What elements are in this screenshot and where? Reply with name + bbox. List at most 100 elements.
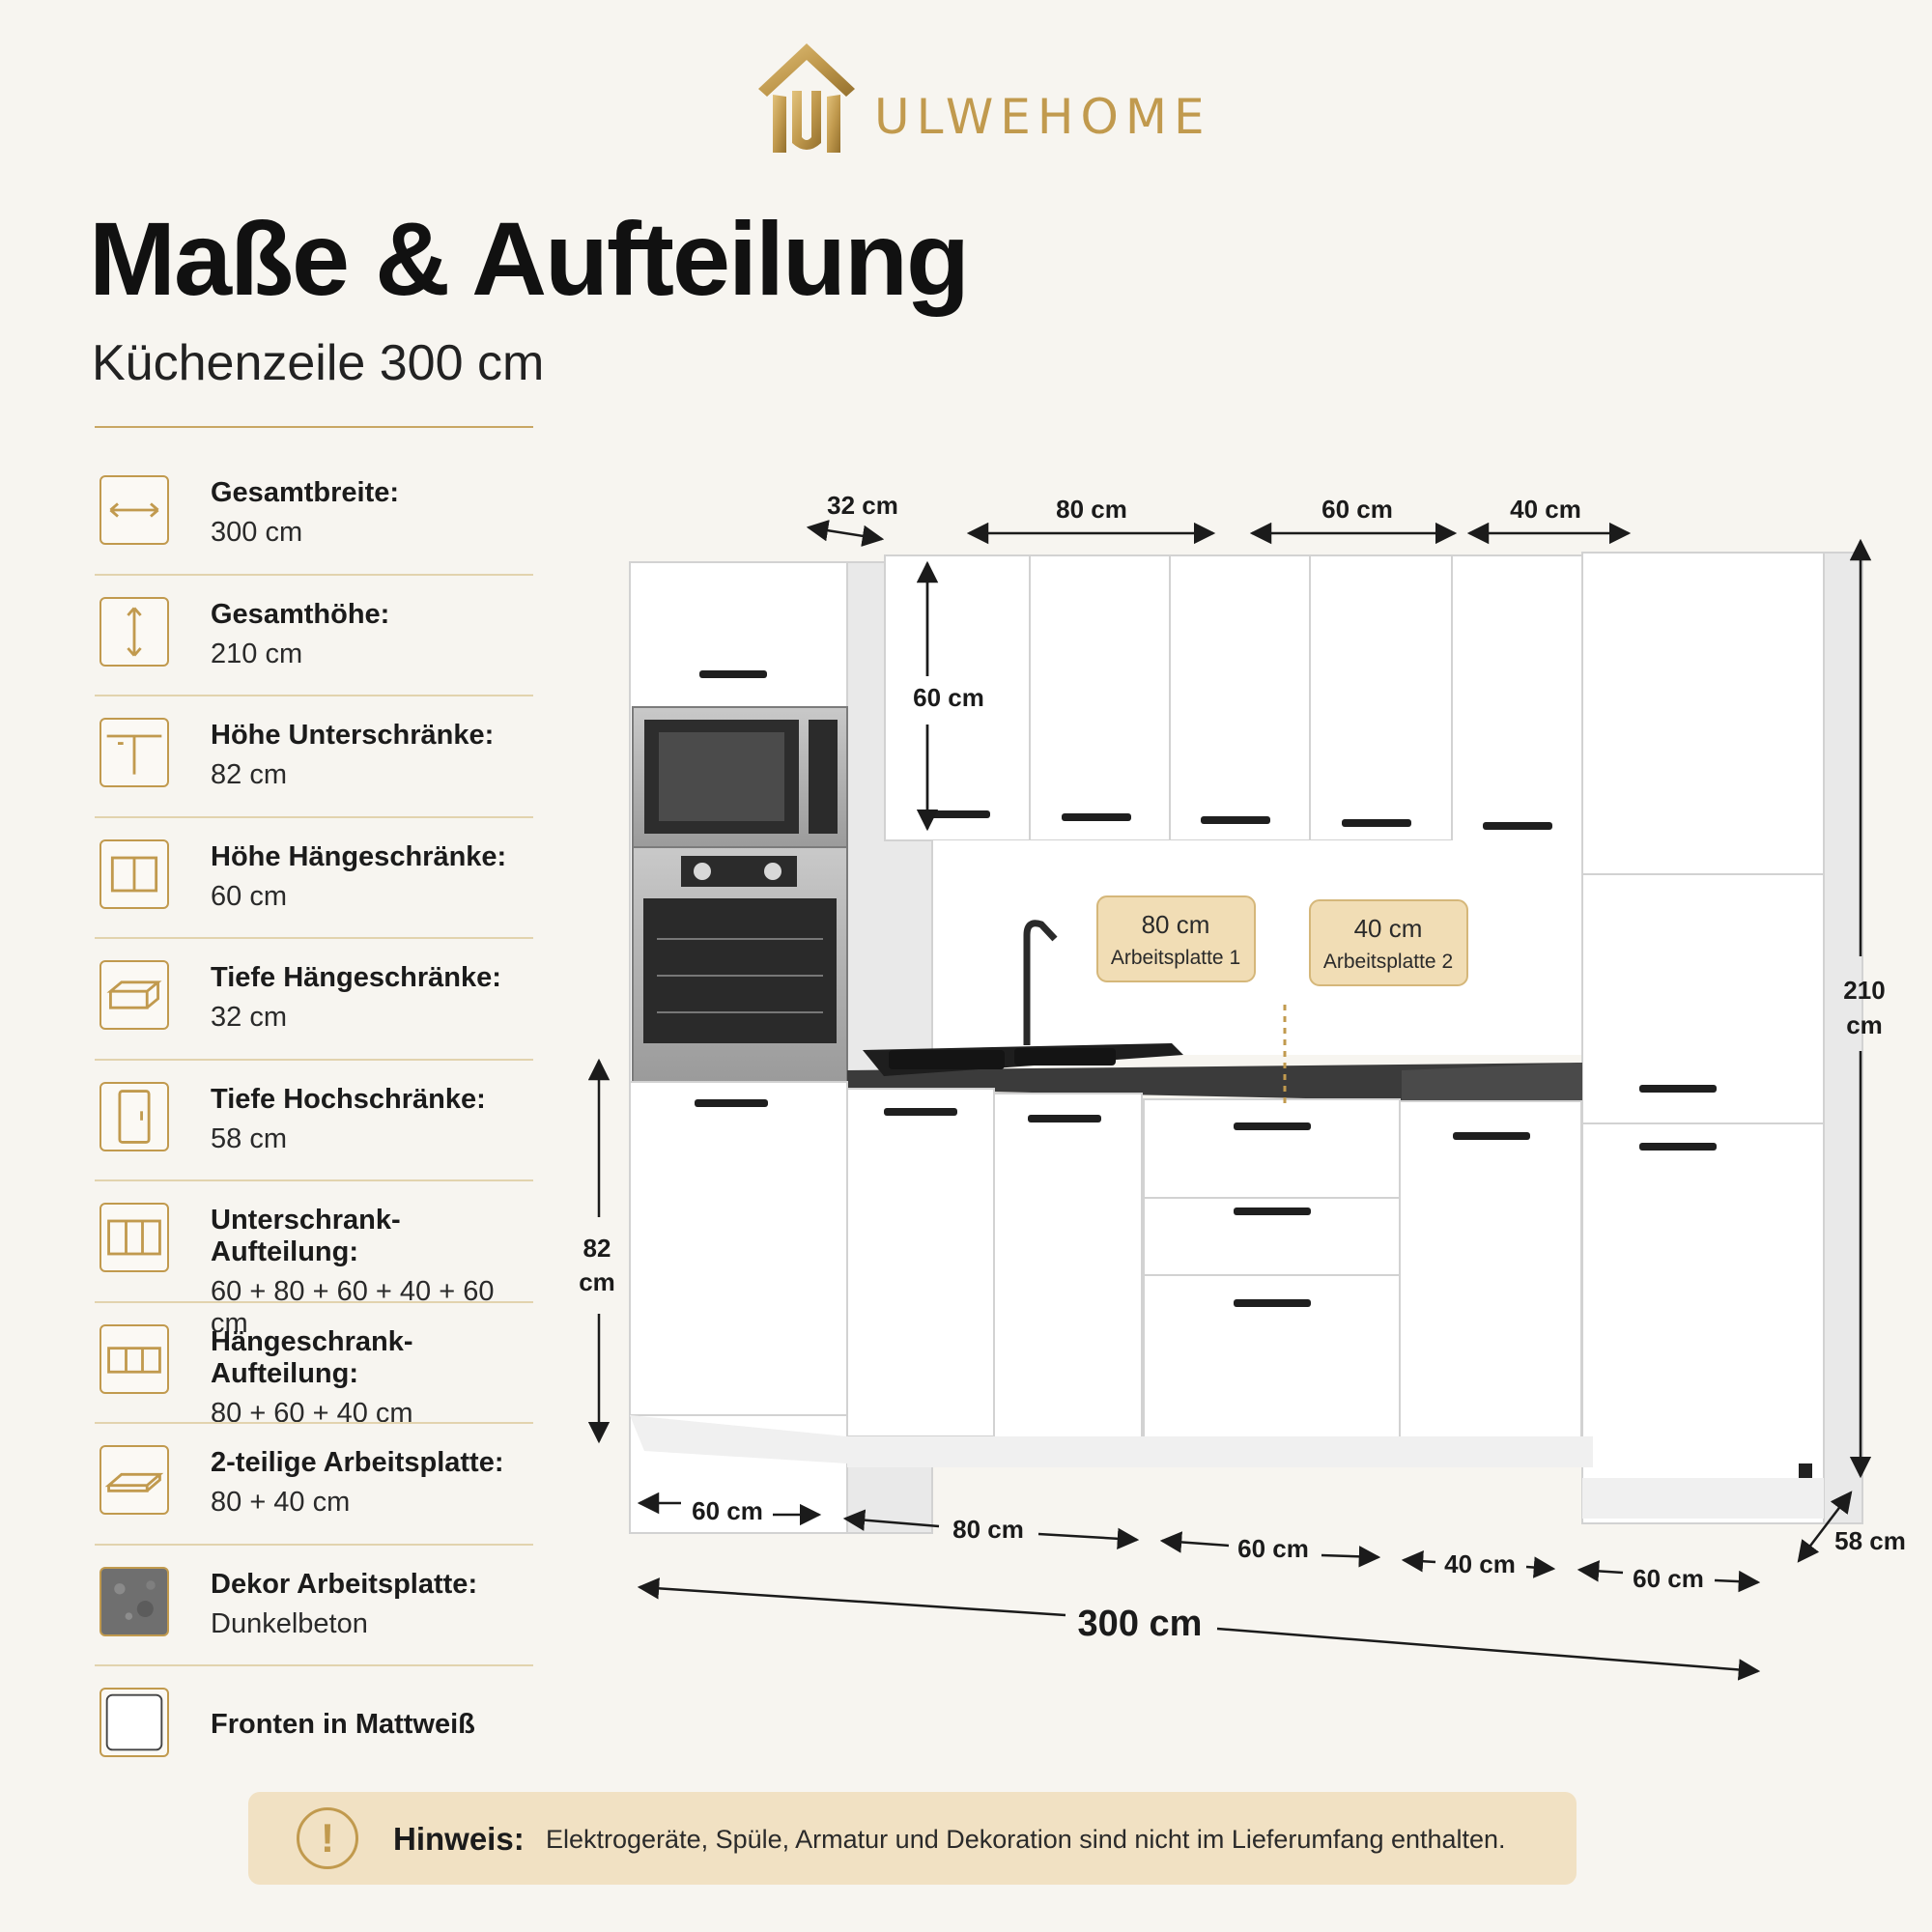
width-arrows-icon: [99, 475, 169, 545]
concrete-swatch-icon: [99, 1566, 169, 1636]
spec-value: 82 cm: [211, 759, 287, 790]
dim-base-60-right: 60 cm: [1633, 1564, 1704, 1593]
spec-value: 60 cm: [211, 880, 287, 912]
spec-item: Gesamthöhe: 210 cm: [95, 576, 539, 697]
cabinet-handle: [921, 810, 990, 818]
dim-base-80: 80 cm: [952, 1515, 1024, 1544]
cabinet-handle: [884, 1108, 957, 1116]
spec-label: Gesamtbreite:: [211, 477, 400, 508]
white-swatch-icon: [99, 1688, 169, 1757]
brand-logo: ULWEHOME: [753, 39, 1205, 164]
worktop-callout-2: 40 cm Arbeitsplatte 2: [1309, 899, 1468, 986]
brand-name: ULWEHOME: [874, 89, 1211, 145]
base-cabinets: [629, 1081, 1824, 1519]
cabinet-handle: [1483, 822, 1552, 830]
spec-label: Gesamthöhe:: [211, 598, 390, 630]
dim-base-60-mid: 60 cm: [1237, 1534, 1309, 1563]
cabinet-handle: [1453, 1132, 1530, 1140]
page-subtitle: Küchenzeile 300 cm: [92, 335, 545, 391]
tall-depth-dimension: 58 cm: [1797, 1491, 1906, 1563]
wall-height-dimension: 60 cm: [913, 560, 984, 832]
spec-item: Fronten in Mattweiß: [95, 1666, 539, 1788]
spec-value: 300 cm: [211, 517, 303, 548]
spec-label: Höhe Hängeschränke:: [211, 840, 507, 872]
callout-subtitle: Arbeitsplatte 2: [1323, 951, 1453, 973]
dim-base-height-value: 82: [583, 1234, 611, 1263]
dim-wall-height: 60 cm: [913, 683, 984, 712]
base-division-icon: [99, 1203, 169, 1272]
backsplash: [933, 840, 1582, 1055]
cabinet-handle: [1639, 1085, 1717, 1093]
wall-cabinets: [884, 554, 1583, 851]
spec-item: Höhe Unterschränke: 82 cm: [95, 696, 539, 818]
spec-value: 32 cm: [211, 1002, 287, 1033]
spec-item: Unterschrank-Aufteilung:60 + 80 + 60 + 4…: [95, 1181, 539, 1339]
dim-wall-depth: 32 cm: [827, 491, 898, 520]
dim-wall-60: 60 cm: [1321, 495, 1393, 524]
total-height-dimension: 210 cm: [1843, 538, 1886, 1479]
kitchen-dimension-drawing: 80 cm Arbeitsplatte 1 40 cm Arbeitsplatt…: [579, 491, 1906, 1681]
drawer-handle: [1234, 1299, 1311, 1307]
cabinet-handle: [1201, 816, 1270, 824]
spec-item: Tiefe Hängeschränke: 32 cm: [95, 939, 539, 1061]
cabinet-handle: [1028, 1115, 1101, 1122]
cabinet-handle: [1062, 813, 1131, 821]
cabinet-handle: [1639, 1143, 1717, 1151]
callout-title: 80 cm: [1142, 910, 1210, 939]
tall-cabinet-icon: [99, 1081, 169, 1151]
worktop: [847, 1063, 1582, 1104]
spec-item: 2-teilige Arbeitsplatte:80 + 40 cm: [95, 1424, 539, 1546]
spec-item: Hängeschrank-Aufteilung:80 + 60 + 40 cm: [95, 1303, 539, 1429]
cabinet-handle: [699, 670, 767, 678]
base-height-dimension: 82 cm: [579, 1058, 615, 1444]
base-cabinet-icon: [99, 718, 169, 787]
spec-label: Fronten in Mattweiß: [211, 1709, 475, 1740]
microwave: [632, 706, 848, 851]
dim-total-width: 300 cm: [1078, 1604, 1203, 1644]
bottom-dimensions: 60 cm 80 cm 60 cm 40 cm 60 cm 300 cm: [637, 1492, 1761, 1681]
drawer-handle: [1234, 1208, 1311, 1215]
wall-cabinet-icon: [99, 838, 169, 909]
sink: [863, 920, 1183, 1076]
page-title: Maße & Aufteilung: [89, 200, 970, 317]
notice-label: Hinweis:: [393, 1821, 525, 1857]
top-dimensions: 32 cm 80 cm 60 cm 40 cm: [806, 491, 1632, 547]
title-divider: [95, 426, 533, 428]
worktop-callout-1: 80 cm Arbeitsplatte 1: [1096, 895, 1256, 982]
oven: [632, 846, 848, 1085]
height-arrows-icon: [99, 596, 169, 667]
dim-base-height-unit: cm: [579, 1267, 615, 1296]
dim-wall-80: 80 cm: [1056, 495, 1127, 524]
dim-total-height-value: 210: [1843, 976, 1885, 1005]
faucet-icon: [1023, 920, 1058, 1045]
spec-item: Gesamtbreite: 300 cm: [95, 454, 539, 576]
dim-tall-depth: 58 cm: [1834, 1526, 1906, 1555]
spec-label: Hängeschrank-Aufteilung:: [211, 1325, 413, 1389]
dim-wall-40: 40 cm: [1510, 495, 1581, 524]
dim-base-40: 40 cm: [1444, 1549, 1516, 1578]
drawer-handle: [1234, 1122, 1311, 1130]
cabinet-handle: [695, 1099, 768, 1107]
spec-label: Höhe Unterschränke:: [211, 720, 495, 751]
spec-label: Tiefe Hängeschränke:: [211, 962, 501, 993]
right-tall-unit: [1581, 552, 1863, 1524]
callout-subtitle: Arbeitsplatte 1: [1111, 947, 1240, 969]
spec-list: Gesamtbreite: 300 cm Gesamthöhe: 210 cm Hö…: [95, 454, 539, 1788]
spec-item: Tiefe Hochschränke:58 cm: [95, 1061, 539, 1182]
callout-title: 40 cm: [1354, 914, 1423, 943]
wall-division-icon: [99, 1323, 169, 1394]
shelf-depth-icon: [99, 960, 169, 1030]
warning-icon: !: [297, 1807, 358, 1869]
spec-label: Tiefe Hochschränke:: [211, 1083, 486, 1115]
spec-value: 80 + 40 cm: [211, 1487, 351, 1518]
spec-item: Dekor Arbeitsplatte:Dunkelbeton: [95, 1546, 539, 1667]
dim-total-height-unit: cm: [1846, 1010, 1883, 1039]
house-logo-icon: [758, 43, 855, 153]
worktop-icon: [99, 1445, 169, 1515]
dim-base-60-left: 60 cm: [692, 1496, 763, 1525]
spec-value: 210 cm: [211, 638, 303, 669]
notice-banner: ! Hinweis: Elektrogeräte, Spüle, Armatur…: [248, 1792, 1577, 1885]
spec-item: Höhe Hängeschränke: 60 cm: [95, 818, 539, 940]
spec-label: Unterschrank-Aufteilung:: [211, 1205, 401, 1267]
notice-text: Elektrogeräte, Spüle, Armatur und Dekora…: [546, 1825, 1506, 1854]
